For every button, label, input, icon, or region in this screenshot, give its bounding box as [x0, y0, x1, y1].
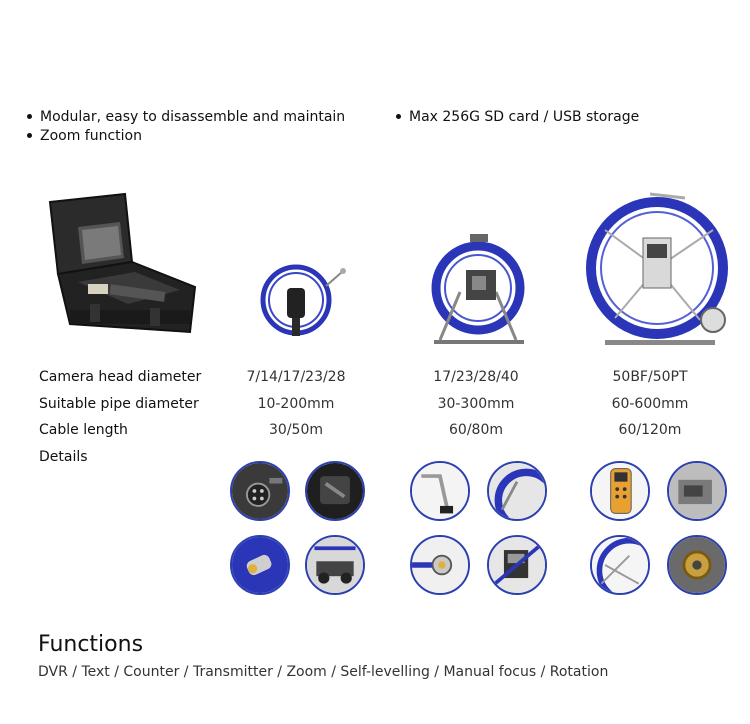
spec-value: 60-600mm	[611, 396, 689, 412]
detail-thumb-crawler	[305, 535, 365, 595]
detail-thumb-lens	[410, 535, 470, 595]
spec-label-camera-head: Camera head diameter	[39, 369, 202, 385]
medium-cable-reel-image	[431, 234, 525, 344]
spec-label-cable-length: Cable length	[39, 422, 128, 438]
detail-thumb-latch	[305, 461, 365, 521]
feature-item: Modular, easy to disassemble and maintai…	[27, 108, 345, 127]
detail-thumb-reel-edge	[487, 461, 547, 521]
small-cable-reel-image	[260, 264, 346, 336]
spec-value: 50BF/50PT	[612, 369, 688, 385]
bullet-icon	[396, 113, 401, 119]
spec-value: 7/14/17/23/28	[246, 369, 346, 385]
feature-item: Zoom function	[27, 127, 345, 146]
spec-value: 60/80m	[449, 422, 503, 438]
spec-label-details: Details	[39, 449, 88, 465]
functions-list: DVR / Text / Counter / Transmitter / Zoo…	[38, 664, 609, 680]
inspection-case-image	[48, 192, 197, 334]
feature-list-right: Max 256G SD card / USB storage	[396, 108, 639, 127]
detail-thumb-counter	[487, 535, 547, 595]
spec-value: 30-300mm	[437, 396, 515, 412]
spec-value: 30/50m	[269, 422, 323, 438]
detail-thumb-connector	[230, 461, 290, 521]
feature-list-left: Modular, easy to disassemble and maintai…	[27, 108, 345, 146]
spec-value: 17/23/28/40	[433, 369, 519, 385]
bullet-icon	[27, 132, 32, 138]
spec-value: 10-200mm	[257, 396, 335, 412]
detail-thumb-housing	[667, 461, 727, 521]
feature-item: Max 256G SD card / USB storage	[396, 108, 639, 127]
bullet-icon	[27, 113, 32, 119]
detail-thumb-frame	[410, 461, 470, 521]
spec-value: 60/120m	[618, 422, 682, 438]
detail-thumb-camera-head	[230, 535, 290, 595]
spec-label-pipe-diameter: Suitable pipe diameter	[39, 396, 199, 412]
detail-thumb-spokes	[590, 535, 650, 595]
large-cable-reel-image	[586, 192, 728, 345]
detail-thumb-brass-fitting	[667, 535, 727, 595]
detail-thumb-remote	[590, 461, 650, 521]
functions-heading: Functions	[38, 632, 144, 657]
